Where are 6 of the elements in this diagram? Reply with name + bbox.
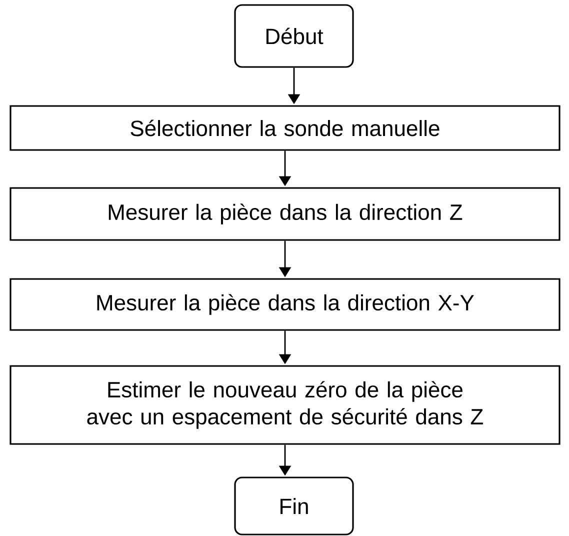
process-box: Mesurer la pièce dans la direction Z — [10, 187, 560, 241]
process-box: Estimer le nouveau zéro de la pièce avec un espacement de sécurité dans Z — [10, 365, 560, 445]
process-box: Mesurer la pièce dans la direction X-Y — [10, 278, 560, 331]
process-box: Sélectionner la sonde manuelle — [10, 105, 560, 151]
terminal-box: Début — [234, 4, 354, 68]
terminal-box: Fin — [234, 476, 354, 536]
